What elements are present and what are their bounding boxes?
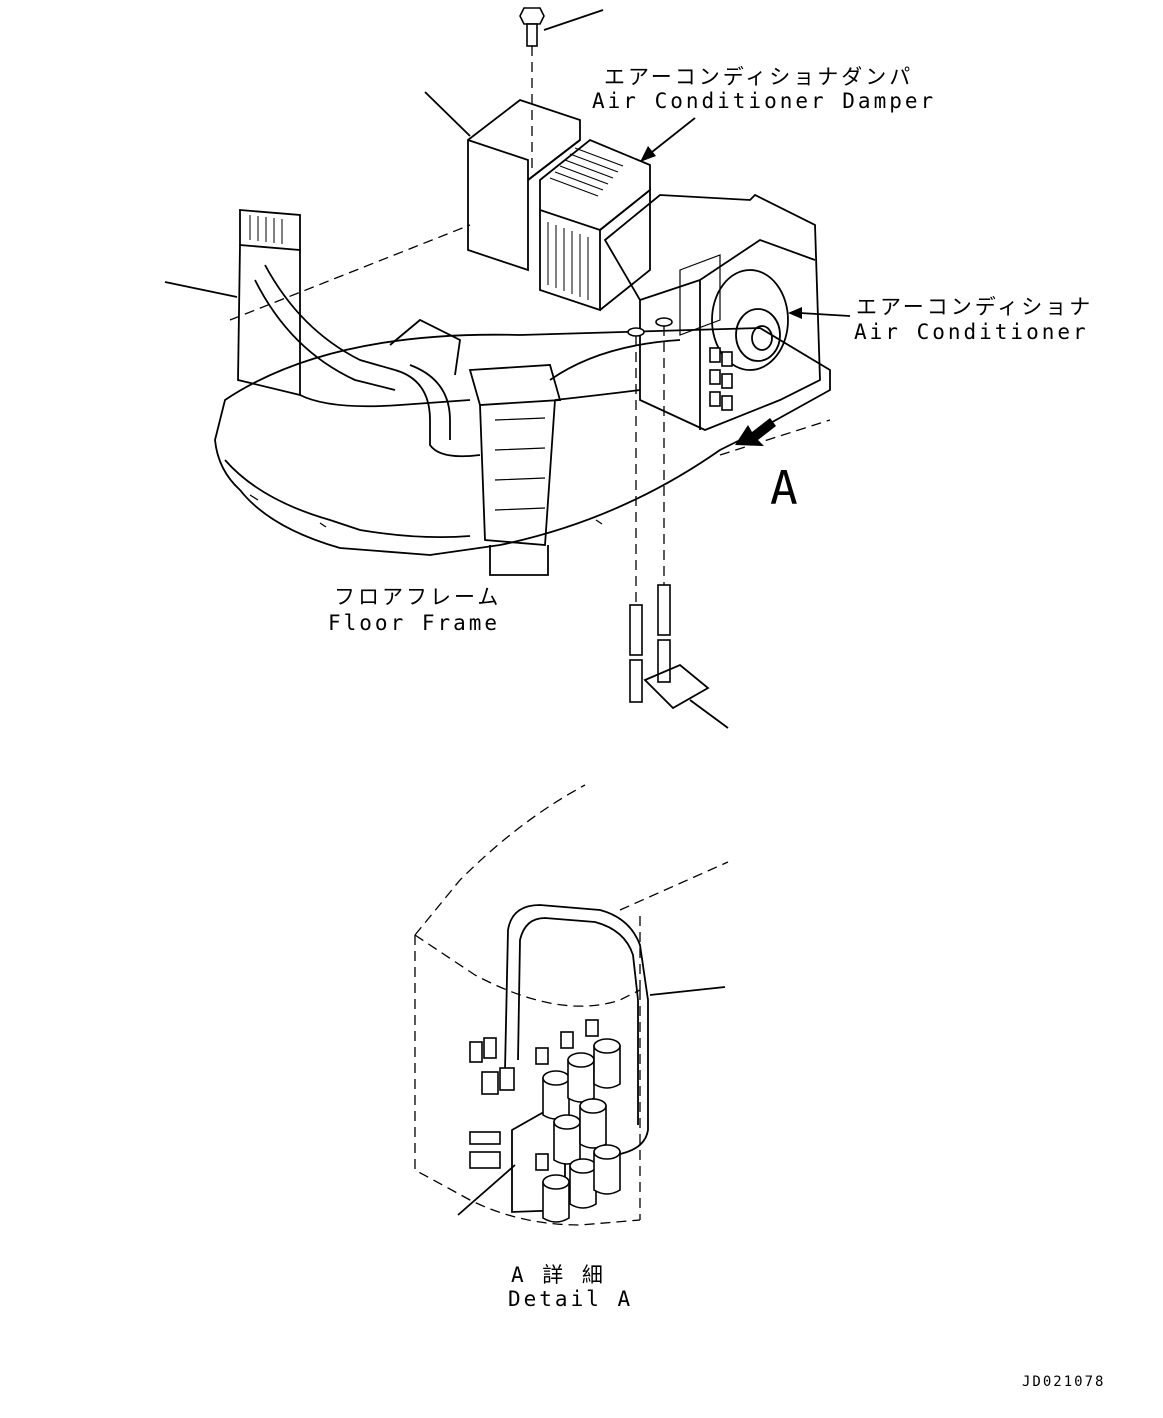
air-conditioner-damper — [539, 138, 651, 312]
relay-2 — [567, 1052, 595, 1103]
relay-4 — [553, 1114, 581, 1165]
relay-7 — [569, 1158, 597, 1209]
relay-8 — [593, 1144, 621, 1195]
center-vent-unit — [468, 339, 681, 576]
damper-label-jp: エアーコンディショナダンパ — [604, 65, 913, 89]
relay-3 — [593, 1038, 621, 1089]
air-conditioner-label-en: Air Conditioner — [854, 320, 1089, 344]
relay-1 — [542, 1070, 570, 1120]
damper-cover — [424, 91, 581, 272]
air-conditioner-label-jp: エアーコンディショナ — [856, 295, 1093, 319]
drawing-code: JD021078 — [1022, 1374, 1105, 1390]
bolt-top — [519, 7, 604, 170]
view-arrow-a — [735, 418, 776, 446]
relay-6 — [542, 1174, 570, 1223]
leader-lines-top — [164, 117, 851, 319]
air-conditioner-unit — [603, 193, 821, 431]
view-marker-a: A — [770, 461, 798, 515]
relay-cluster-small — [709, 347, 733, 411]
relay-5 — [579, 1098, 607, 1149]
detail-a-label-jp: A 詳 細 — [511, 1263, 606, 1287]
floor-frame-label-en: Floor Frame — [328, 611, 500, 635]
mounting-studs — [627, 317, 729, 729]
floor-frame-outline — [214, 224, 831, 556]
damper-label-en: Air Conditioner Damper — [592, 89, 936, 113]
detail-a-view — [414, 784, 729, 1226]
detail-a-label-en: Detail A — [508, 1287, 633, 1311]
relay-cylinders — [535, 1019, 621, 1223]
relay-tabs — [535, 1019, 599, 1171]
duct-hoses — [237, 209, 481, 458]
small-connectors — [469, 1037, 515, 1169]
floor-frame-label-jp: フロアフレーム — [334, 585, 501, 609]
